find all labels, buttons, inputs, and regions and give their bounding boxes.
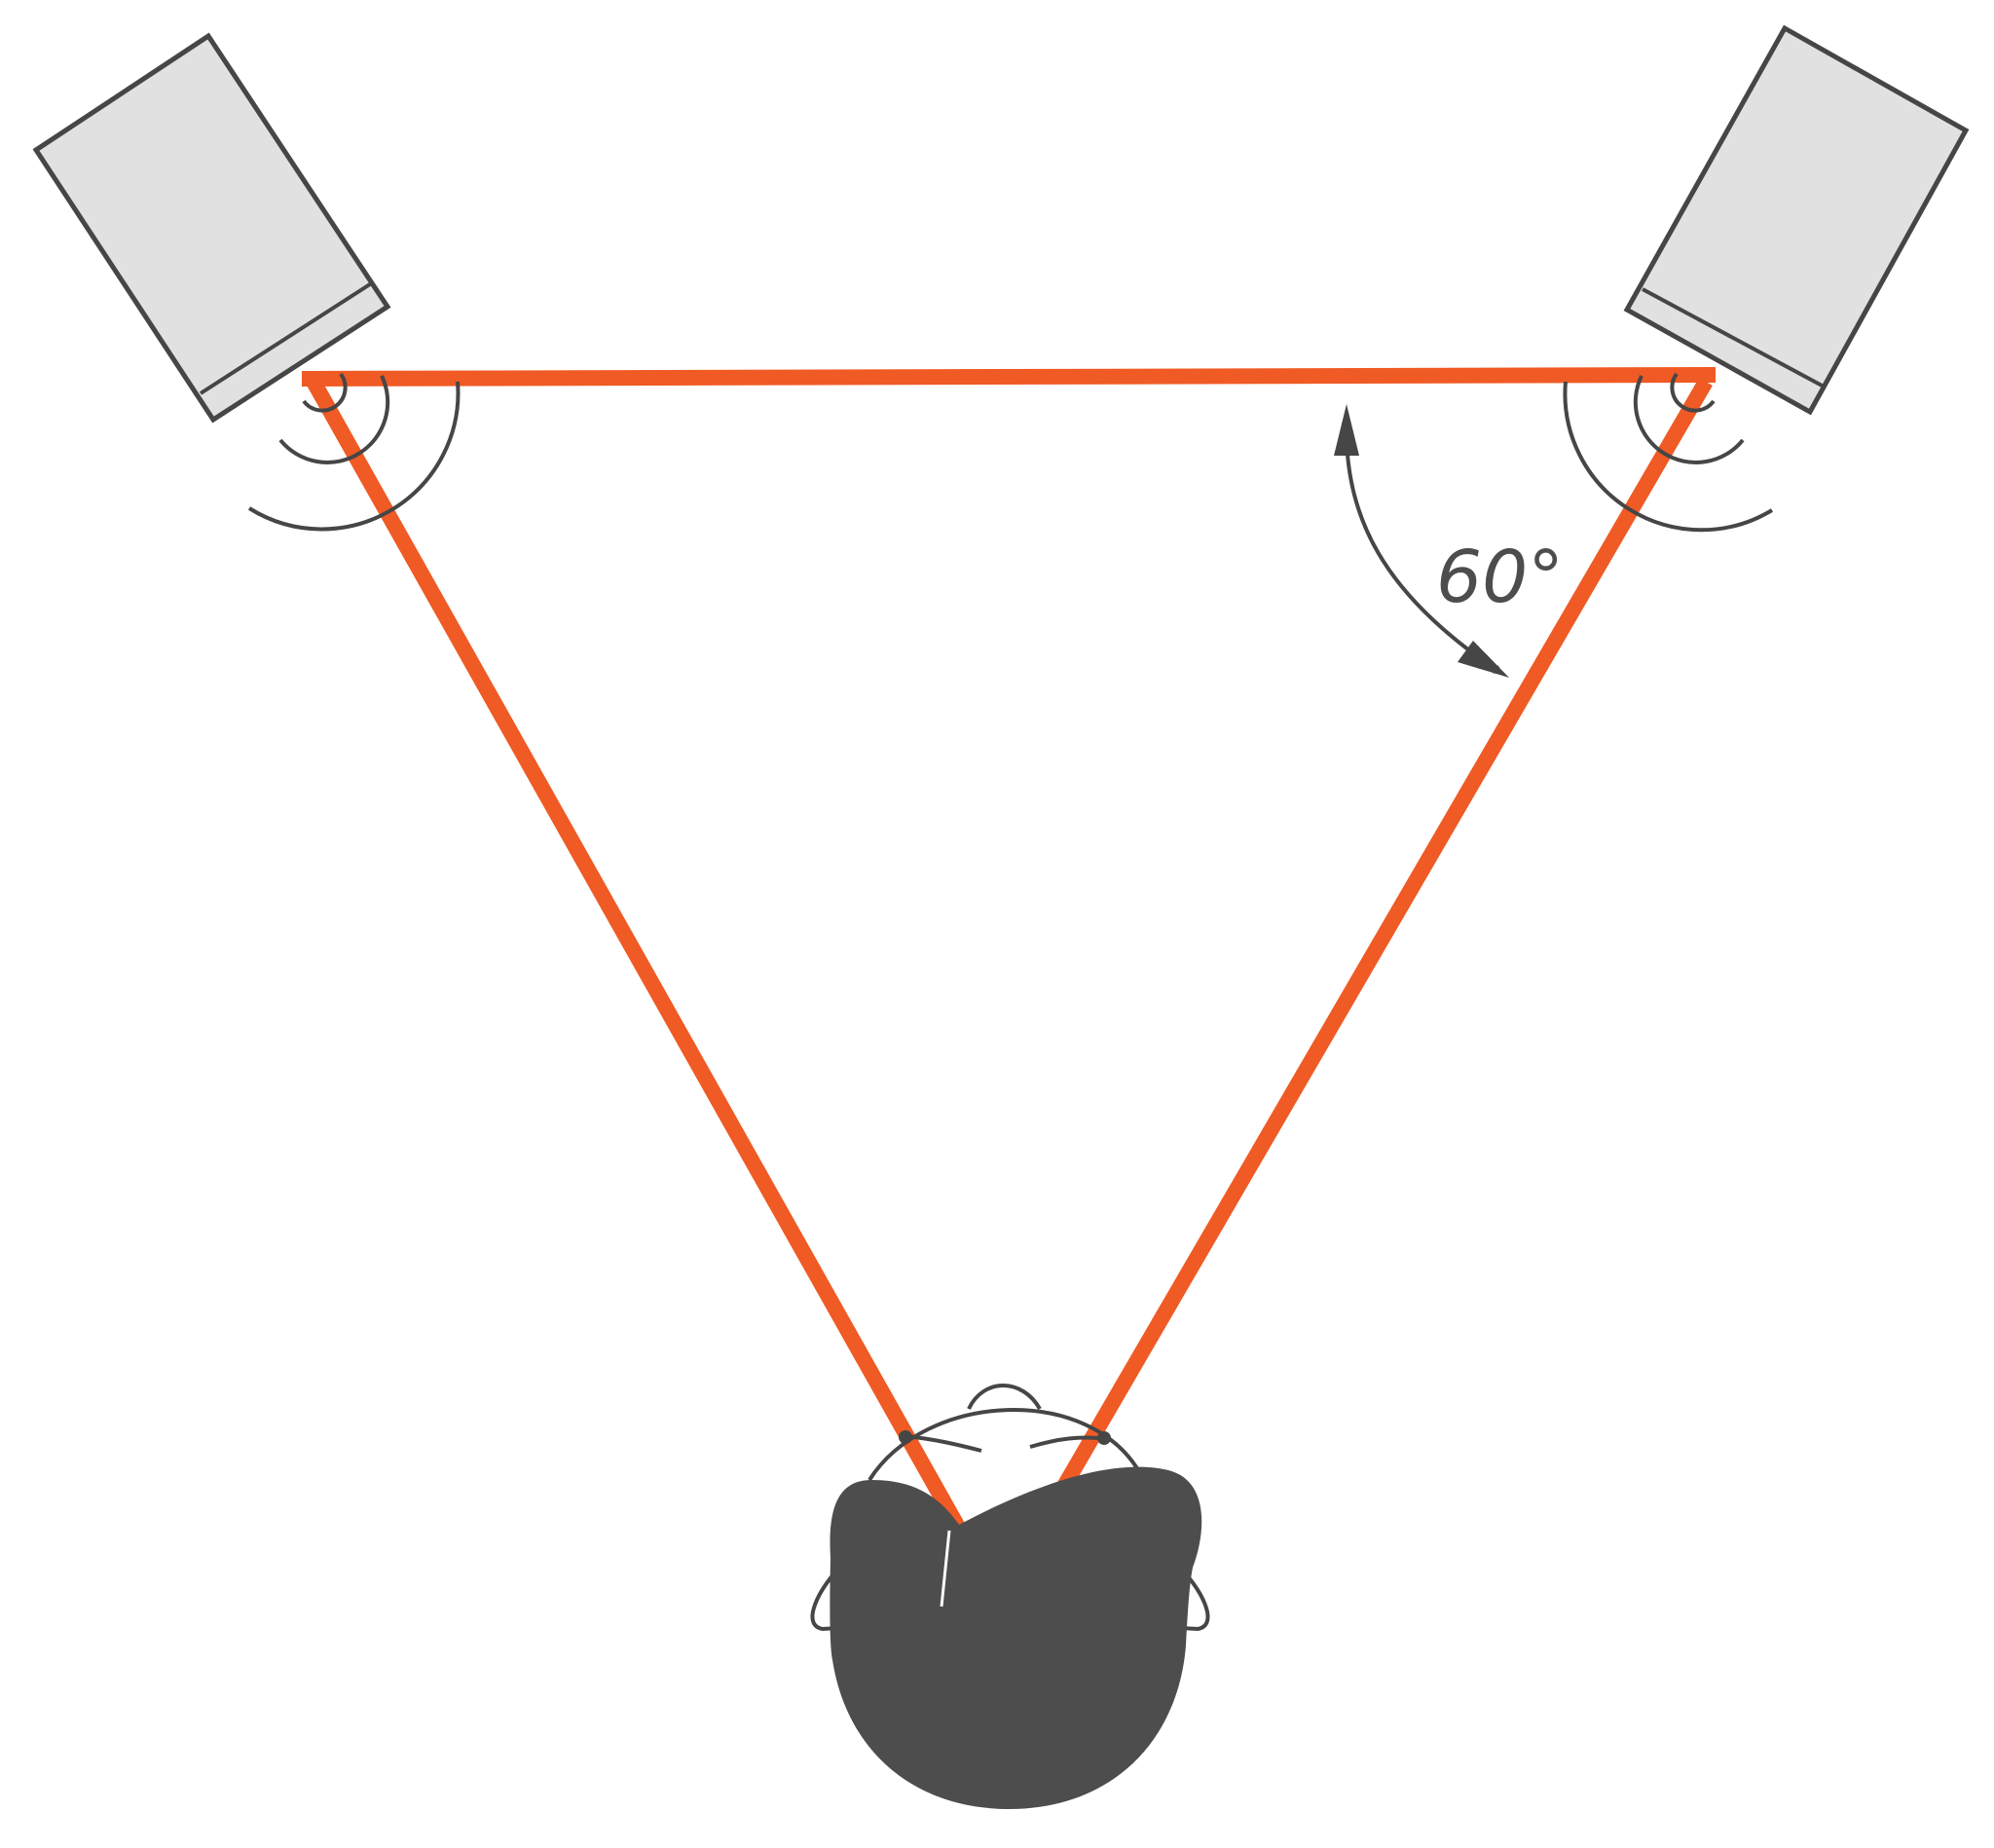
sound-wave-icon: [247, 372, 461, 532]
arrowhead-bottom: [1458, 641, 1509, 678]
angle-label: 60°: [1436, 536, 1564, 619]
left-speaker-icon: [32, 32, 391, 424]
listener-head-icon: [810, 1384, 1210, 1809]
speaker-baseline: [301, 367, 1717, 387]
listening-triangle: [301, 367, 1717, 1533]
sound-wave-icon: [1563, 372, 1774, 533]
angle-arrow-icon: [1341, 414, 1504, 675]
right-speaker-icon: [1623, 24, 1970, 416]
right-listening-line: [1056, 377, 1713, 1493]
arrowhead-top: [1334, 404, 1359, 456]
left-listening-line: [307, 378, 966, 1533]
